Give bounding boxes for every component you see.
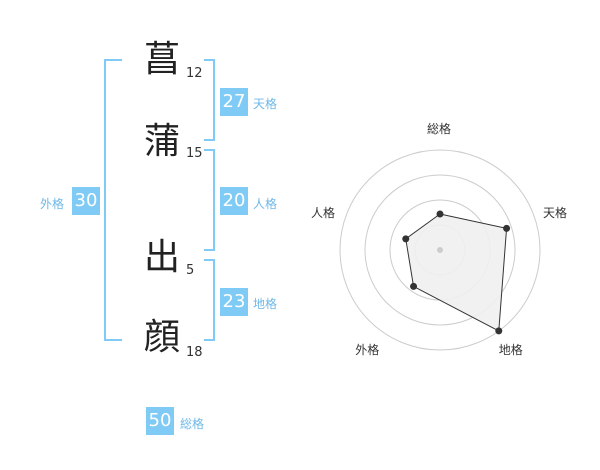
chikaku-label: 地格 <box>253 297 278 311</box>
gaikaku-bracket <box>104 59 122 341</box>
radar-point-外格 <box>410 282 418 290</box>
soukaku-value: 50 <box>146 407 174 435</box>
stroke-count-3: 5 <box>186 263 195 278</box>
radar-ring-3 <box>364 174 516 326</box>
stroke-count-1: 12 <box>186 66 203 81</box>
name-char-3: 出 <box>143 237 180 278</box>
radar-series-area <box>405 213 508 332</box>
gaikaku-value: 30 <box>72 187 100 215</box>
radar-axis-label: 天格 <box>543 206 568 221</box>
radar-axis-label: 地格 <box>498 342 523 357</box>
gaikaku-label: 外格 <box>40 197 65 211</box>
chikaku-bracket <box>204 259 215 341</box>
radar-point-天格 <box>503 224 511 232</box>
tenkaku-label: 天格 <box>253 97 278 111</box>
jinkaku-label: 人格 <box>253 197 278 211</box>
radar-point-人格 <box>402 235 410 243</box>
chikaku-value: 23 <box>220 288 248 316</box>
radar-center-dot <box>437 247 443 253</box>
tenkaku-value: 27 <box>220 88 248 116</box>
name-char-2: 蒲 <box>143 121 180 162</box>
stroke-count-4: 18 <box>186 345 203 360</box>
jinkaku-value: 20 <box>220 187 248 215</box>
radar-axis-label: 総格 <box>427 122 452 136</box>
tenkaku-bracket <box>204 59 215 141</box>
soukaku-label: 総格 <box>180 417 205 431</box>
stroke-count-2: 15 <box>186 146 203 161</box>
jinkaku-bracket <box>204 149 215 251</box>
name-char-4: 顔 <box>143 317 180 358</box>
radar-point-地格 <box>495 327 503 335</box>
radar-axis-label: 外格 <box>355 342 380 357</box>
radar-point-総格 <box>436 210 444 218</box>
name-char-1: 菖 <box>143 39 180 80</box>
radar-axis-label: 人格 <box>310 206 335 221</box>
